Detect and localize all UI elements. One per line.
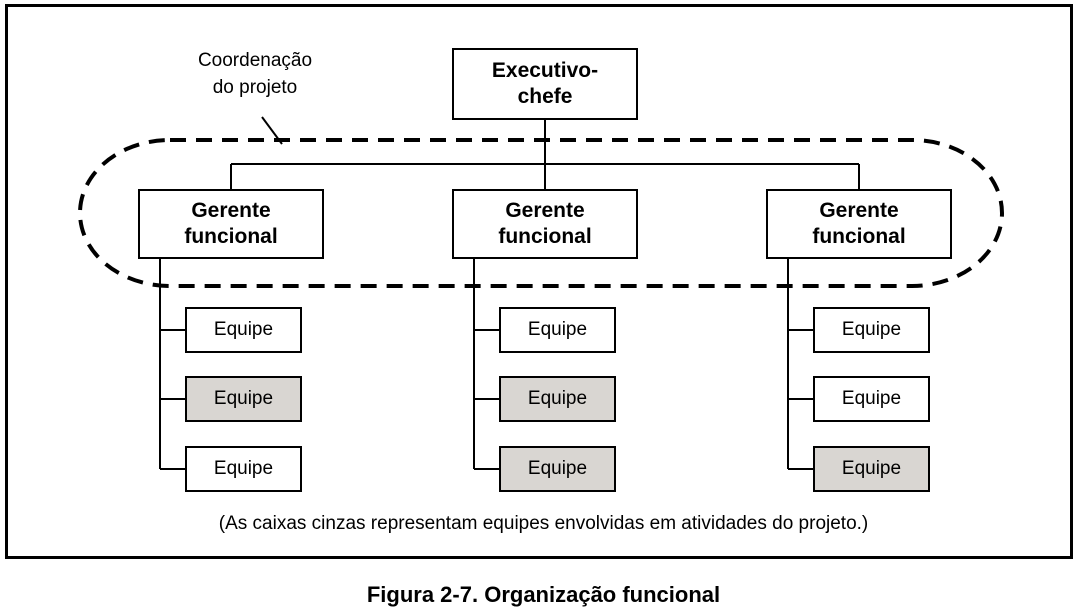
team-box: Equipe <box>185 307 302 353</box>
coordination-label-line1: Coordenação <box>197 50 313 71</box>
coordination-label: Coordenação do projeto <box>170 47 340 101</box>
team-label: Equipe <box>213 319 274 340</box>
figure-caption: Figura 2-7. Organização funcional <box>366 582 721 607</box>
team-box: Equipe <box>813 446 930 492</box>
functional-manager-box: Gerente funcional <box>452 189 638 259</box>
team-box: Equipe <box>499 307 616 353</box>
figure-frame <box>5 4 1073 559</box>
coordination-pointer-line <box>261 116 283 145</box>
functional-manager-box: Gerente funcional <box>138 189 324 259</box>
team-label: Equipe <box>841 388 902 409</box>
manager-line1: Gerente <box>505 199 585 222</box>
manager-line2: funcional <box>812 225 906 248</box>
team-box: Equipe <box>499 376 616 422</box>
manager-line1: Gerente <box>191 199 271 222</box>
manager-line2: funcional <box>498 225 592 248</box>
team-box: Equipe <box>499 446 616 492</box>
legend-note: (As caixas cinzas representam equipes en… <box>218 513 869 534</box>
team-box: Equipe <box>185 376 302 422</box>
team-label: Equipe <box>213 458 274 479</box>
executive-line1: Executivo- <box>491 59 599 82</box>
project-coordination-outline <box>78 138 1004 288</box>
team-label: Equipe <box>527 388 588 409</box>
team-box: Equipe <box>813 307 930 353</box>
team-box: Equipe <box>185 446 302 492</box>
team-box: Equipe <box>813 376 930 422</box>
team-label: Equipe <box>841 458 902 479</box>
executive-box: Executivo- chefe <box>452 48 638 120</box>
team-label: Equipe <box>527 458 588 479</box>
executive-line2: chefe <box>517 85 573 108</box>
team-label: Equipe <box>527 319 588 340</box>
team-label: Equipe <box>213 388 274 409</box>
team-label: Equipe <box>841 319 902 340</box>
functional-manager-box: Gerente funcional <box>766 189 952 259</box>
coordination-label-line2: do projeto <box>212 77 298 98</box>
manager-line1: Gerente <box>819 199 899 222</box>
manager-line2: funcional <box>184 225 278 248</box>
